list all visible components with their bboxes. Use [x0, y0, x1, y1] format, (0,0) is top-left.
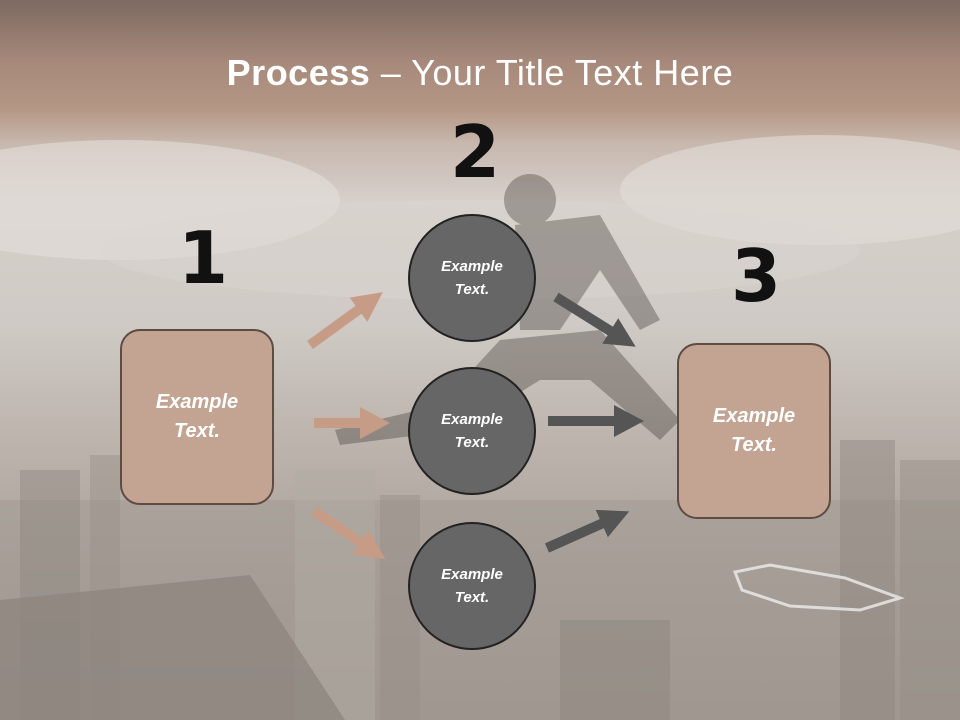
step-number-1: 1	[178, 216, 229, 300]
slide-title: Process – Your Title Text Here	[0, 52, 960, 94]
left-arrows	[307, 292, 390, 560]
right-arrows	[544, 292, 644, 553]
step-number-2: 2	[450, 110, 501, 194]
left-box: Example Text.	[120, 329, 274, 505]
circle-middle: Example Text.	[408, 367, 536, 495]
title-rest: – Your Title Text Here	[370, 52, 734, 93]
circle-middle-text: Example Text.	[441, 411, 503, 451]
circle-top: Example Text.	[408, 214, 536, 342]
circle-bottom: Example Text.	[408, 522, 536, 650]
right-box: Example Text.	[677, 343, 831, 519]
circle-bottom-text: Example Text.	[441, 566, 503, 606]
arrow-left-down	[311, 506, 386, 560]
arrow-right-straight	[548, 405, 644, 437]
arrow-left-up	[307, 292, 383, 350]
circle-top-text: Example Text.	[441, 258, 503, 298]
arrow-right-down	[553, 292, 636, 347]
arrow-right-up	[544, 509, 630, 553]
step-number-3: 3	[731, 234, 782, 318]
title-bold: Process	[226, 52, 371, 93]
arrow-left-straight	[314, 407, 390, 439]
